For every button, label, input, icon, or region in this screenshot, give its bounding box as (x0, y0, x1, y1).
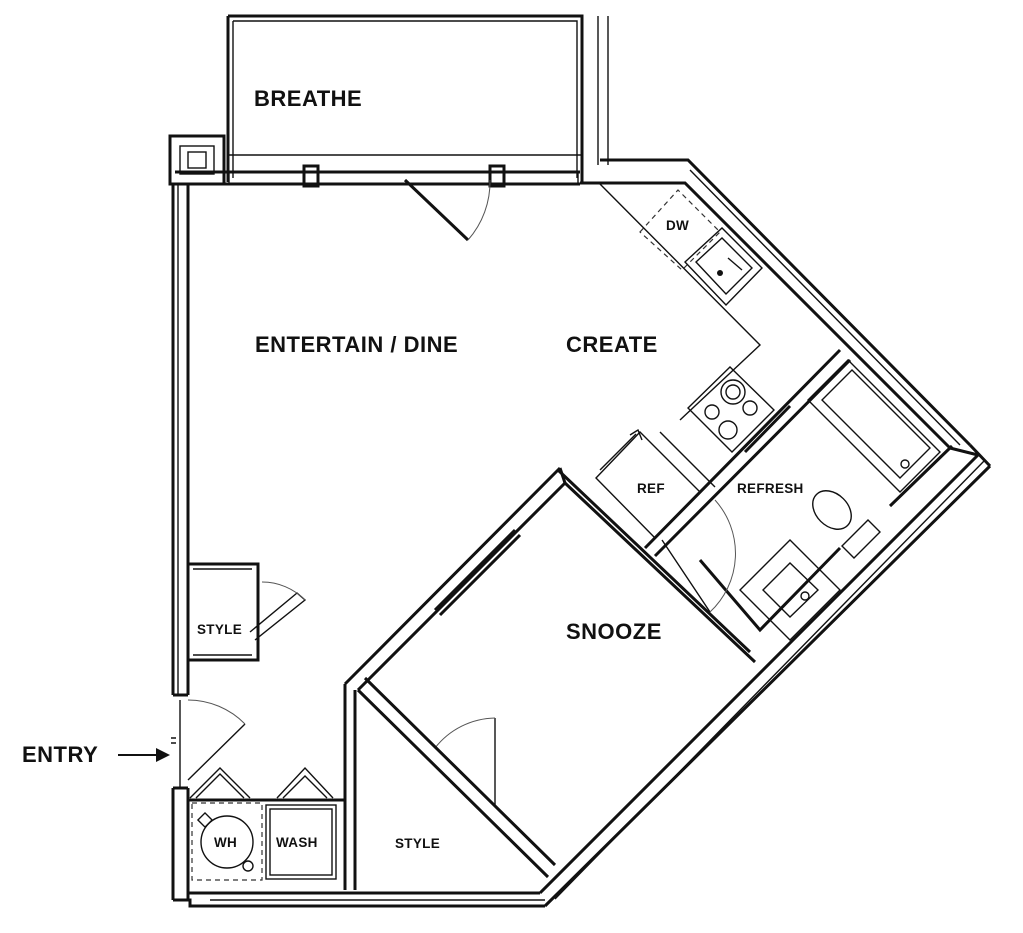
balcony (226, 14, 609, 182)
kitchen (595, 183, 852, 558)
appliance-label-wh: WH (214, 835, 237, 850)
entry-arrow-icon (118, 737, 176, 762)
room-label-breathe: BREATHE (254, 86, 362, 111)
room-label-create: CREATE (566, 332, 658, 357)
appliance-label-dw: DW (666, 218, 689, 233)
room-label-entertain-dine: ENTERTAIN / DINE (255, 332, 458, 357)
bathroom (661, 359, 954, 641)
room-label-refresh: REFRESH (737, 481, 804, 496)
closet-left (188, 562, 307, 662)
entry-utility (179, 699, 345, 881)
bedroom (340, 466, 757, 890)
exterior-walls (168, 134, 992, 908)
appliance-label-wash: WASH (276, 835, 318, 850)
room-label-style-closet-1: STYLE (197, 622, 242, 637)
balcony-door (403, 178, 491, 242)
entry-label: ENTRY (22, 742, 98, 767)
room-label-snooze: SNOOZE (566, 619, 662, 644)
room-label-style-closet-2: STYLE (395, 836, 440, 851)
appliance-label-ref: REF (637, 481, 665, 496)
